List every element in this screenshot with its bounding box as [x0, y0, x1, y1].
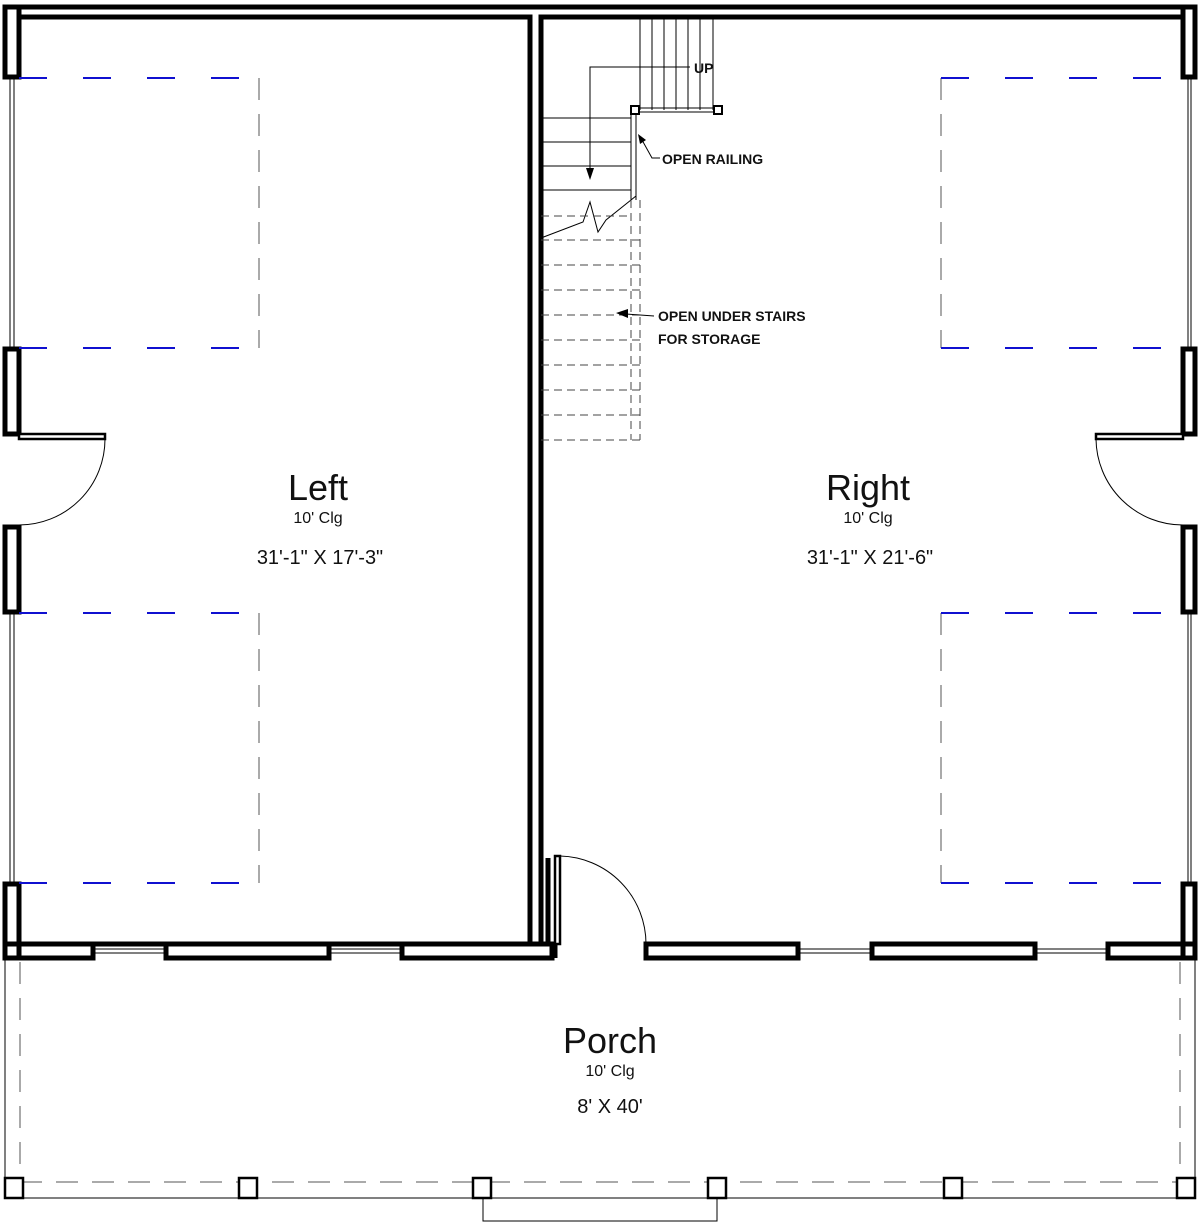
right-room-name: Right: [826, 467, 910, 508]
right-room-ceiling: 10' Clg: [843, 510, 892, 527]
room-labels: Left 10' Clg 31'-1" X 17'-3" Right 10' C…: [257, 467, 933, 1118]
porch-step: [482, 1198, 718, 1222]
porch-post: [471, 1176, 493, 1200]
storage-note-line1: OPEN UNDER STAIRS: [658, 308, 806, 324]
front-door-leaf: [553, 854, 562, 946]
right-wall-segment-mid1: [1180, 346, 1198, 437]
stair-direction-line: [589, 66, 690, 172]
left-door-leaf: [17, 432, 107, 441]
porch-post: [942, 1176, 964, 1200]
walls: [2, 4, 1198, 961]
porch-name: Porch: [563, 1020, 657, 1061]
left-wall-segment-top: [2, 4, 22, 80]
front-wall-right-pier1: [643, 941, 801, 961]
ceiling-lines: [19, 77, 1183, 884]
railing-post: [630, 105, 640, 115]
left-room-ceiling: 10' Clg: [293, 510, 342, 527]
stairs: UP OPEN RAILING OPEN UNDER STAIRS FOR ST…: [540, 17, 806, 441]
left-room-wall: [16, 14, 533, 947]
front-door-swing: [559, 855, 647, 945]
right-wall-segment-mid2: [1180, 524, 1198, 615]
front-wall-left-pier2: [399, 941, 555, 961]
porch-ceiling: 10' Clg: [585, 1063, 634, 1080]
stair-up-label: UP: [694, 60, 713, 76]
porch-post: [706, 1176, 728, 1200]
front-wall-right-end: [1105, 941, 1198, 961]
porch-post: [1175, 1176, 1197, 1200]
left-door-swing: [18, 438, 106, 526]
stair-break-line: [540, 195, 637, 239]
railing-leader: [641, 139, 660, 159]
doors: [17, 432, 1185, 946]
storage-leader: [625, 313, 655, 317]
stair-direction-arrowhead: [586, 168, 594, 180]
front-wall-right-pier2: [869, 941, 1038, 961]
storage-note-line2: FOR STORAGE: [658, 331, 760, 347]
left-room-name: Left: [288, 467, 348, 508]
right-wall-segment-top: [1180, 4, 1198, 80]
front-wall-left-pier1: [163, 941, 332, 961]
railing-post: [713, 105, 723, 115]
front-wall-left-end: [2, 941, 96, 961]
porch-post: [237, 1176, 259, 1200]
porch-post: [3, 1176, 25, 1200]
right-door-swing: [1095, 438, 1184, 526]
porch-dimensions: 8' X 40': [577, 1096, 642, 1118]
railing-note: OPEN RAILING: [662, 151, 763, 167]
right-door-leaf: [1094, 432, 1185, 441]
right-room-dimensions: 31'-1" X 21'-6": [807, 547, 933, 569]
left-wall-segment-mid1: [2, 346, 22, 437]
porch: [3, 958, 1197, 1222]
left-wall-segment-mid2: [2, 524, 22, 615]
left-room-dimensions: 31'-1" X 17'-3": [257, 547, 383, 569]
